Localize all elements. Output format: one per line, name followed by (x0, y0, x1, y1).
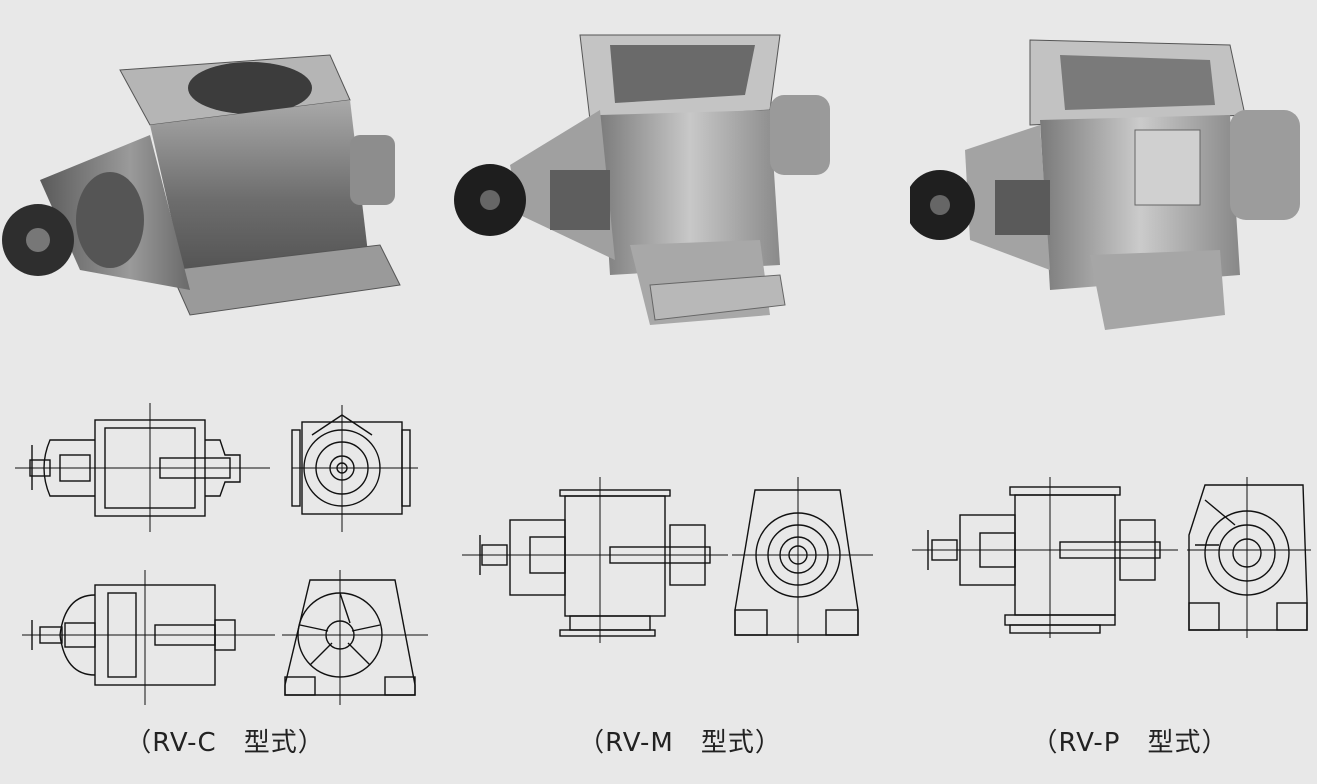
rv-p-end-view-drawing (1185, 475, 1313, 640)
rv-c-valve-photo (0, 40, 430, 320)
rv-c-caption: （RV-C 型式） (125, 728, 325, 758)
rv-m-valve-photo (450, 15, 860, 335)
rv-c-side-view-drawing-top (10, 400, 275, 535)
rv-c-end-view-drawing-top (290, 400, 420, 535)
rv-m-caption: （RV-M 型式） (578, 728, 782, 758)
rv-c-side-view-drawing-bottom (20, 565, 280, 710)
rv-m-side-view-drawing (460, 475, 730, 645)
rv-p-side-view-drawing (910, 475, 1180, 640)
rv-m-end-view-drawing (730, 475, 875, 645)
rv-p-valve-photo (910, 15, 1310, 340)
rv-p-caption: （RV-P 型式） (1031, 728, 1229, 758)
rv-c-end-view-drawing-bottom (280, 565, 430, 710)
